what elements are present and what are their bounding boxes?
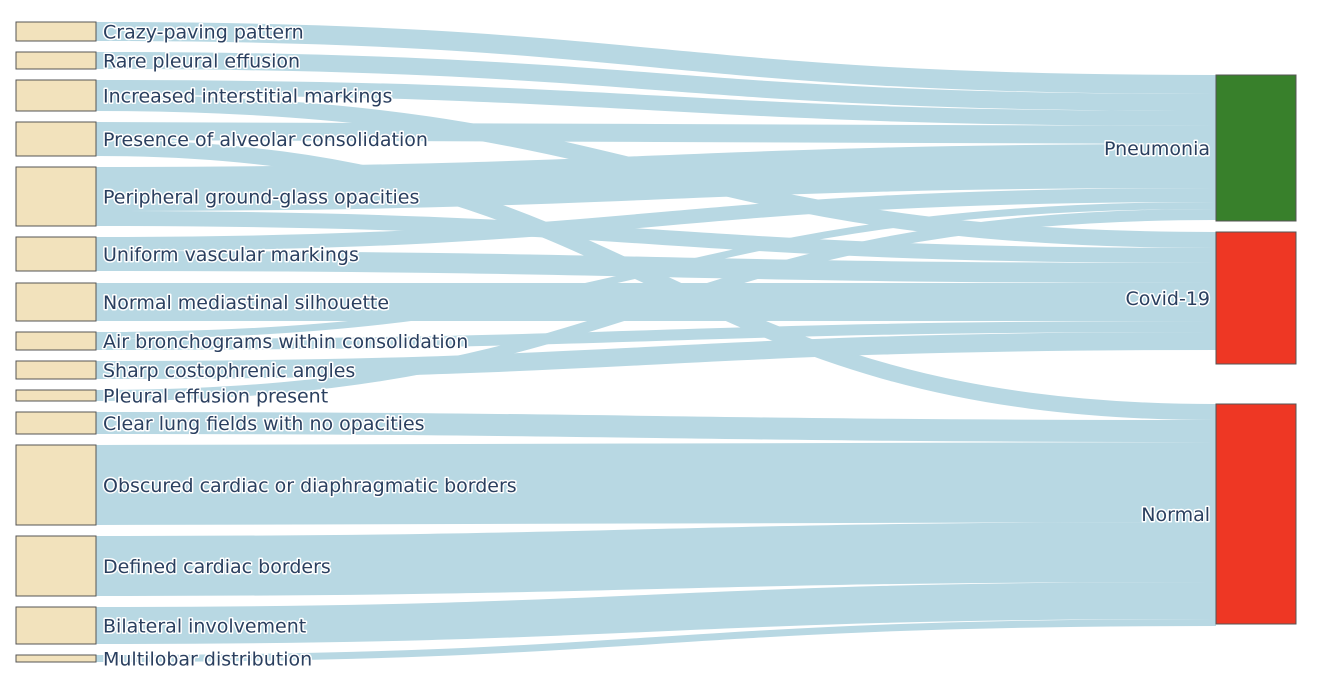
node-rare-pleural-effusion[interactable] [15,51,97,70]
sankey-link[interactable] [95,442,1217,525]
sankey-link[interactable] [95,80,1217,126]
sankey-link[interactable] [95,22,1217,94]
source-labels: Crazy-paving pattern Rare pleural effusi… [102,20,519,672]
sankey-link[interactable] [95,412,1217,442]
sankey-link[interactable] [95,209,1217,401]
label-alveolar-consolidation: Presence of alveolar consolidation [103,129,428,151]
label-rare-pleural-effusion: Rare pleural effusion [103,51,300,73]
node-air-bronchograms[interactable] [15,331,97,351]
label-pleural-effusion-present: Pleural effusion present [103,386,328,408]
node-pneumonia[interactable] [1215,74,1297,222]
node-uniform-vascular-markings[interactable] [15,236,97,272]
source-nodes [15,21,97,663]
label-increased-interstitial-markings: Increased interstitial markings [103,86,392,108]
label-clear-lung-fields: Clear lung fields with no opacities [103,413,425,435]
sankey-link[interactable] [95,332,1217,379]
sankey-links [95,22,1217,662]
node-normal-mediastinal-silhouette[interactable] [15,282,97,322]
label-peripheral-ground-glass: Peripheral ground-glass opacities [103,187,419,209]
label-normal: Normal [1141,504,1210,526]
label-bilateral-involvement: Bilateral involvement [103,616,306,638]
sankey-link[interactable] [95,52,1217,111]
label-multilobar-distribution: Multilobar distribution [103,649,312,671]
node-multilobar-distribution[interactable] [15,654,97,663]
node-defined-cardiac-borders[interactable] [15,535,97,597]
sankey-link[interactable] [95,211,1217,263]
label-uniform-vascular-markings: Uniform vascular markings [103,244,359,266]
label-pneumonia: Pneumonia [1104,138,1210,160]
label-normal-mediastinal-silhouette: Normal mediastinal silhouette [103,292,389,314]
node-normal[interactable] [1215,403,1297,625]
node-peripheral-ground-glass[interactable] [15,166,97,227]
node-pleural-effusion-present[interactable] [15,389,97,402]
sankey-link[interactable] [95,202,1217,339]
label-sharp-costophrenic-angles: Sharp costophrenic angles [103,360,355,382]
sankey-link[interactable] [95,522,1217,596]
sankey-link[interactable] [95,321,1217,350]
node-crazy-paving-pattern[interactable] [15,21,97,42]
target-nodes [1215,74,1297,625]
sankey-link[interactable] [95,122,1217,144]
node-covid-19[interactable] [1215,231,1297,365]
sankey-link[interactable] [95,140,1217,420]
node-increased-interstitial-markings[interactable] [15,79,97,112]
sankey-link[interactable] [95,582,1217,644]
node-bilateral-involvement[interactable] [15,606,97,645]
label-covid-19: Covid-19 [1125,288,1210,310]
node-sharp-costophrenic-angles[interactable] [15,360,97,380]
node-alveolar-consolidation[interactable] [15,121,97,157]
sankey-link[interactable] [95,188,1217,251]
label-air-bronchograms: Air bronchograms within consolidation [103,331,468,353]
sankey-link[interactable] [95,144,1217,211]
node-clear-lung-fields[interactable] [15,411,97,435]
label-obscured-borders: Obscured cardiac or diaphragmatic border… [103,475,517,497]
label-crazy-paving-pattern: Crazy-paving pattern [103,22,304,44]
label-defined-cardiac-borders: Defined cardiac borders [103,556,331,578]
sankey-link[interactable] [95,619,1217,662]
target-labels: Pneumonia Covid-19 Normal [1103,137,1212,528]
node-obscured-borders[interactable] [15,444,97,526]
